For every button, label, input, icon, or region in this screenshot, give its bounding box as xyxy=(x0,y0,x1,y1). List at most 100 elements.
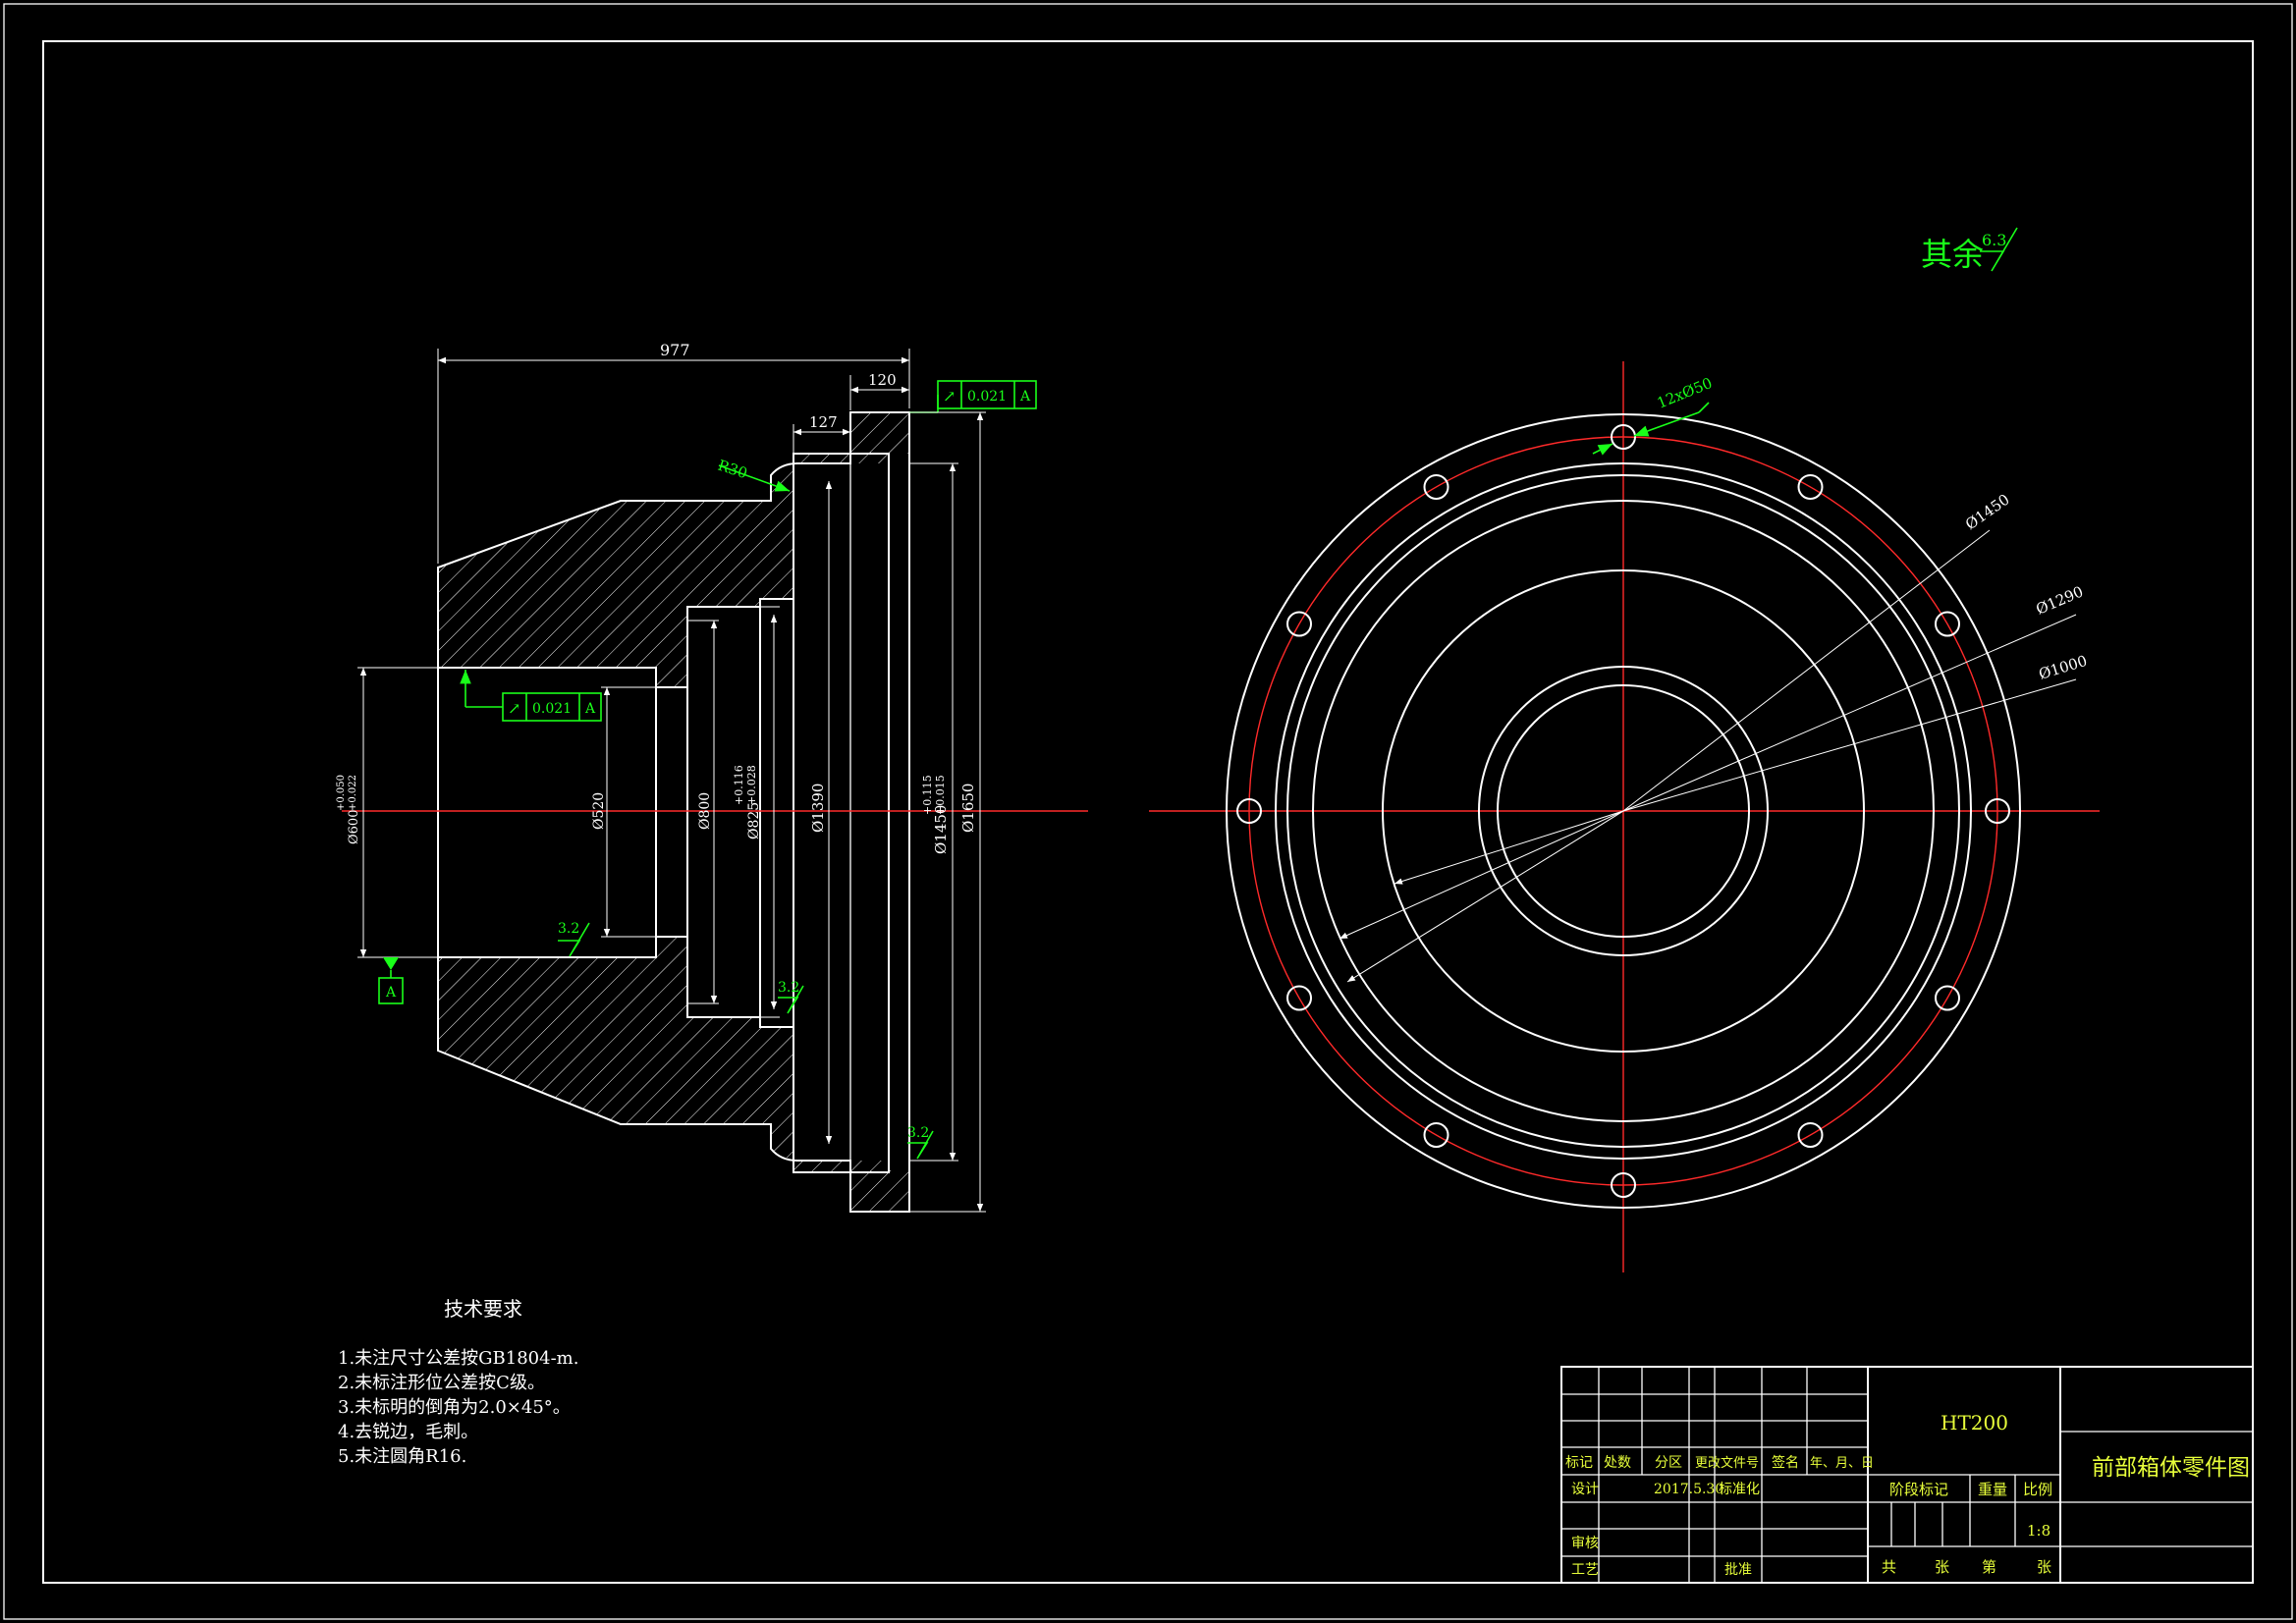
leader-1450 xyxy=(1622,529,1991,812)
section-view: 977 120 127 R30 ↗ 0.021 A Ø1450 +0.115 +… xyxy=(336,341,1088,1213)
tolerance-frame-top: ↗ 0.021 A xyxy=(909,380,1037,413)
leader-1000-arrow xyxy=(1394,810,1624,885)
tb-header-mark: 标记 xyxy=(1565,1455,1593,1471)
tech-req-item-2: 2.未标注形位公差按C级。 xyxy=(338,1373,545,1393)
dim-pilot-label: Ø1450 xyxy=(932,805,950,854)
leader-1450-arrow xyxy=(1346,810,1624,983)
tb-scale-label: 比例 xyxy=(2023,1481,2052,1498)
bolt-hole xyxy=(1236,798,1262,824)
dim-120-label: 120 xyxy=(868,371,897,389)
bolt-hole xyxy=(1935,985,1960,1011)
bolt-hole xyxy=(1423,1122,1449,1148)
bolt-hole xyxy=(1611,424,1636,450)
dim-825-tol-up: +0.116 xyxy=(733,765,745,805)
drawing-frame xyxy=(42,40,2254,1584)
title-block: HT200 前部箱体零件图 标记 处数 分区 更改文件号 签名 年、月、日 设计… xyxy=(1560,1366,2254,1584)
bore-1390-circle xyxy=(1286,474,1960,1148)
bolt-hole xyxy=(1935,611,1960,637)
tb-header-sign: 签名 xyxy=(1772,1454,1799,1471)
dim-pilot-tol-low: +0.015 xyxy=(934,775,947,815)
holes-leader-2 xyxy=(1592,443,1613,456)
frame-top-value: 0.021 xyxy=(967,389,1007,405)
tb-approve-label: 批准 xyxy=(1724,1562,1752,1578)
tech-req-title: 技术要求 xyxy=(444,1297,522,1321)
end-view: Ø1450 Ø1290 Ø1000 12xØ50 xyxy=(1149,361,2100,1272)
tb-header-date: 年、月、日 xyxy=(1810,1456,1874,1471)
leader-1000-label: Ø1000 xyxy=(2037,652,2090,683)
frame-top-symbol: ↗ xyxy=(943,387,956,406)
circle-1000 xyxy=(1382,569,1865,1053)
leader-1290-label: Ø1290 xyxy=(2034,582,2087,618)
section-hatch-lower xyxy=(438,937,889,1172)
bolt-hole xyxy=(1985,798,2010,824)
dim-outer-label: Ø1650 xyxy=(959,784,977,833)
datum-a-label: A xyxy=(385,985,397,1001)
datum-a: A xyxy=(378,957,404,1004)
dim-600-label: Ø600 xyxy=(347,810,361,844)
tb-material: HT200 xyxy=(1941,1411,2008,1434)
tb-weight-label: 重量 xyxy=(1978,1481,2007,1498)
svg-text:3.2: 3.2 xyxy=(778,980,799,996)
leader-1290 xyxy=(1622,614,2077,812)
tb-stage-label: 阶段标记 xyxy=(1889,1481,1948,1498)
frame-inner-value: 0.021 xyxy=(532,701,572,717)
fillet-label: R30 xyxy=(716,457,749,483)
dim-825-label: Ø825 xyxy=(746,802,762,839)
section-hatch-upper xyxy=(438,452,889,687)
tb-header-count: 处数 xyxy=(1604,1455,1631,1471)
circle-520 xyxy=(1497,684,1750,938)
frame-top-datum: A xyxy=(1019,389,1031,405)
surface-note-roughness: 6.3 xyxy=(1982,231,2006,249)
tb-header-change: 更改文件号 xyxy=(1695,1456,1759,1471)
flange-hatch-bottom xyxy=(850,1170,909,1212)
tb-standardization: 标准化 xyxy=(1719,1482,1760,1497)
tech-req-item-1: 1.未注尺寸公差按GB1804-m. xyxy=(338,1348,578,1369)
svg-text:3.2: 3.2 xyxy=(558,921,579,937)
leader-1000 xyxy=(1622,678,2077,812)
tb-design-label: 设计 xyxy=(1571,1482,1599,1497)
circle-600 xyxy=(1478,666,1769,956)
fillet-leader xyxy=(718,464,791,492)
bolt-hole xyxy=(1797,1122,1824,1148)
dim-825-tol-low: +0.028 xyxy=(745,765,758,805)
tb-review-label: 审核 xyxy=(1571,1536,1599,1551)
bolt-hole xyxy=(1423,474,1449,500)
bolt-hole xyxy=(1797,474,1824,500)
tolerance-frame-inner: ↗ 0.021 A xyxy=(460,670,602,722)
circle-1290 xyxy=(1312,500,1935,1122)
pilot-circle xyxy=(1275,462,1972,1160)
svg-text:3.2: 3.2 xyxy=(907,1125,929,1141)
dim-pilot-tol-up: +0.115 xyxy=(921,775,934,815)
frame-inner-symbol: ↗ xyxy=(508,699,520,718)
bolt-holes xyxy=(1236,424,2010,1198)
bolt-hole xyxy=(1286,985,1312,1011)
tech-req-item-4: 4.去锐边，毛刺。 xyxy=(338,1422,478,1442)
tb-sheet-no: 第 xyxy=(1982,1558,1996,1576)
tb-header-zone: 分区 xyxy=(1655,1455,1682,1471)
dim-127-label: 127 xyxy=(809,413,838,431)
holes-leader xyxy=(1633,411,1700,437)
dim-800-label: Ø800 xyxy=(697,792,713,830)
bolt-hole xyxy=(1611,1172,1636,1198)
tech-req-item-5: 5.未注圆角R16. xyxy=(338,1446,466,1467)
leader-1450-label: Ø1450 xyxy=(1962,491,2013,534)
surface-note-label: 其余 xyxy=(1921,236,1984,273)
tb-drawing-name: 前部箱体零件图 xyxy=(2092,1455,2250,1481)
outer-circle xyxy=(1226,413,2021,1209)
tb-sheet-total: 共 xyxy=(1882,1558,1896,1576)
leader-1290-arrow xyxy=(1339,810,1624,940)
tech-requirements: 技术要求 1.未注尺寸公差按GB1804-m. 2.未标注形位公差按C级。 3.… xyxy=(338,1297,578,1467)
dim-600-tol-low: +0.022 xyxy=(348,775,358,811)
sheet-outer-border xyxy=(3,3,2293,1620)
dim-1390-label: Ø1390 xyxy=(809,784,827,833)
roughness-mark-3: 3.2 xyxy=(907,1125,934,1160)
roughness-symbol xyxy=(1980,227,2018,272)
roughness-mark-2: 3.2 xyxy=(778,980,804,1014)
tb-date: 2017.5.30 xyxy=(1654,1482,1723,1497)
dim-977-label: 977 xyxy=(660,341,690,359)
roughness-mark-1: 3.2 xyxy=(558,921,590,957)
tb-scale: 1:8 xyxy=(2027,1522,2050,1540)
bolt-circle xyxy=(1248,436,1998,1186)
tb-sheet-unit-1: 张 xyxy=(1935,1558,1949,1576)
